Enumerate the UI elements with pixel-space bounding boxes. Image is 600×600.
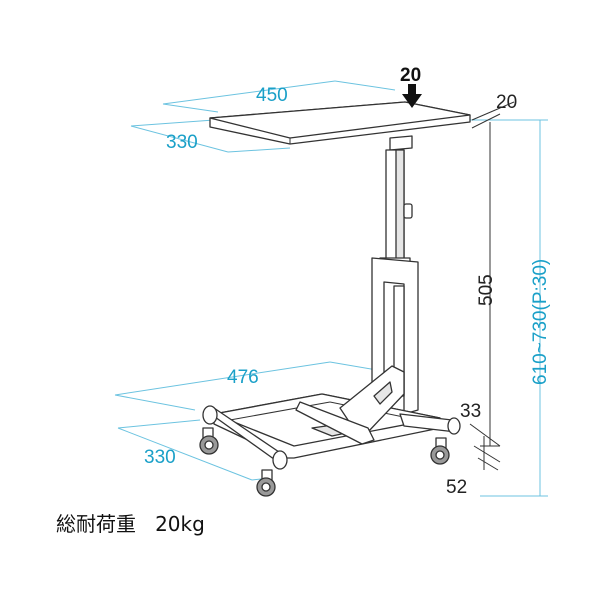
- load-capacity-label: 総耐荷重: [56, 512, 136, 536]
- table-top: [209, 101, 471, 145]
- pedal-brace: [295, 365, 405, 445]
- overall-height-label: 610~730(P:30): [530, 259, 551, 385]
- overall-height-dimension-lines: [470, 119, 548, 497]
- table-depth-label: 330: [166, 132, 198, 153]
- load-arrow-icon: [402, 84, 422, 108]
- base-width-label: 476: [227, 367, 259, 388]
- caster-height-label: 52: [446, 477, 467, 498]
- table-width-dimension-lines: [162, 80, 396, 113]
- top-thickness-dimension-lines: [471, 101, 515, 129]
- rear-crossbar: [399, 413, 461, 435]
- caster-rear-right: [430, 437, 450, 465]
- top-thickness-label: 20: [496, 92, 517, 113]
- front-crossbar: [202, 405, 288, 470]
- caster-dimension-lines: [469, 423, 501, 471]
- table-depth-dimension-lines: [130, 119, 291, 153]
- load-capacity-caption: 総耐荷重 20kg: [56, 508, 205, 537]
- height-adjust-column: [379, 135, 413, 269]
- column-height-label: 505: [476, 274, 497, 306]
- load-capacity-value: 20kg: [155, 512, 205, 536]
- base-depth-label: 330: [144, 447, 176, 468]
- caster-offset-label: 33: [460, 401, 481, 422]
- caster-front-right: [256, 469, 276, 497]
- table-width-label: 450: [256, 85, 288, 106]
- column-height-dimension-lines: [480, 122, 500, 447]
- caster-front-left: [199, 427, 219, 455]
- load-point-label: 20: [400, 65, 421, 86]
